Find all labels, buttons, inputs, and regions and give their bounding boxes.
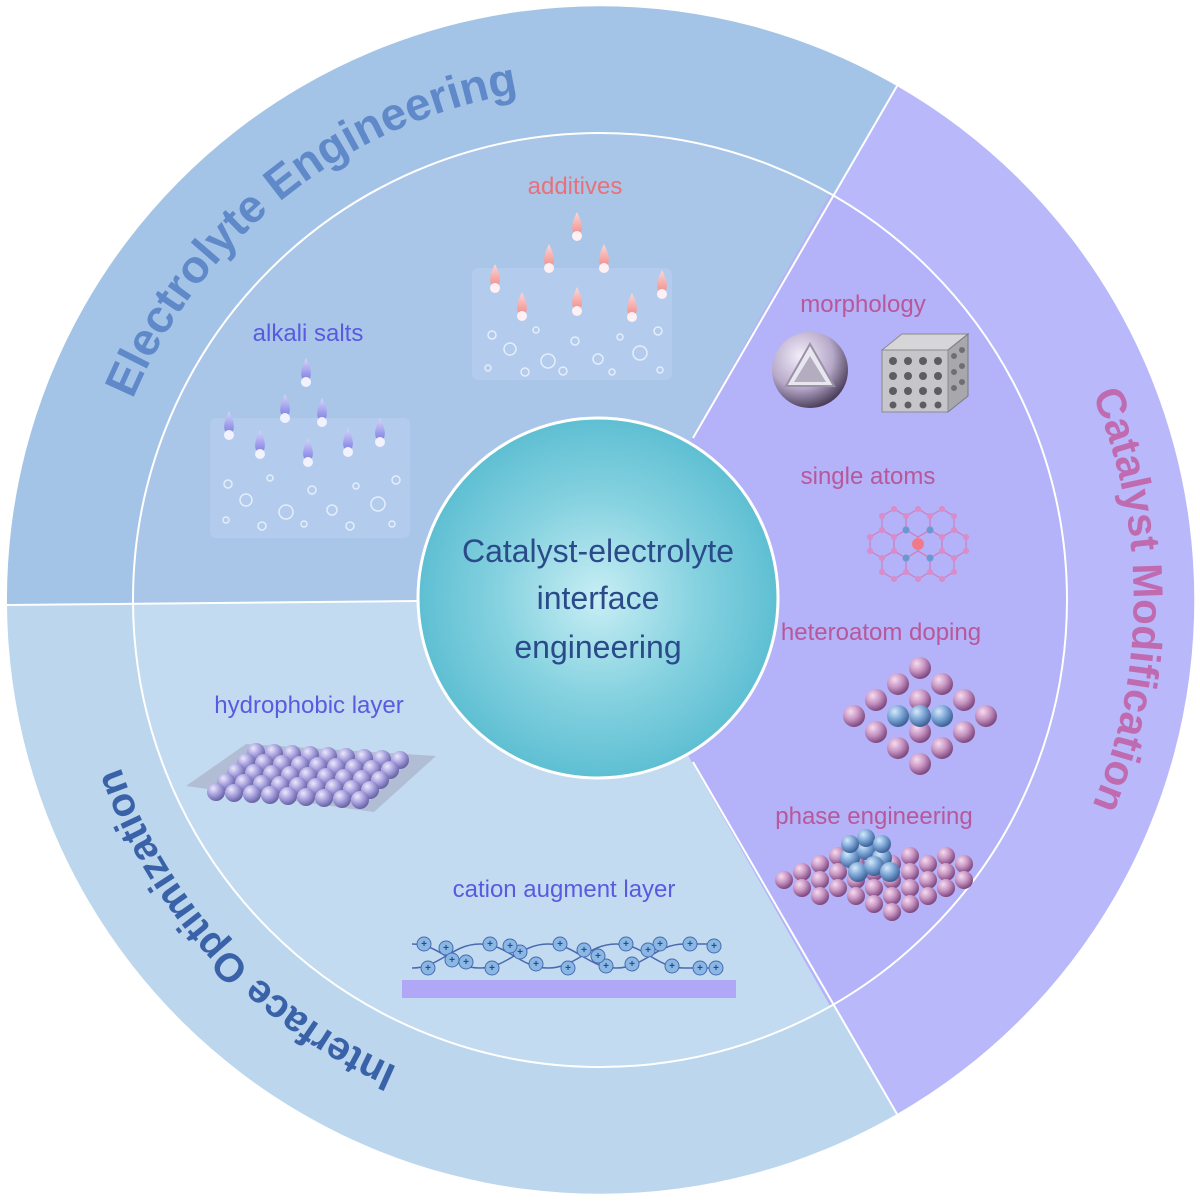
svg-text:+: + [687,939,693,950]
morphology-label: morphology [800,291,925,318]
hydrophobic-layer-label: hydrophobic layer [214,692,403,719]
heteroatom-doping-label: heteroatom doping [781,619,981,646]
svg-text:+: + [443,943,449,954]
cation-augment-layer-label: cation augment layer [453,876,676,903]
additives-label: additives [528,173,623,200]
svg-text:+: + [595,951,601,962]
svg-text:+: + [517,947,523,958]
svg-text:+: + [449,955,455,966]
phase-engineering-label: phase engineering [775,803,973,830]
divider-left [6,600,419,606]
svg-text:+: + [623,939,629,950]
center-circle [416,416,780,780]
alkali-salts-label: alkali salts [253,320,364,347]
additives-illustration [472,212,672,380]
svg-text:+: + [507,941,513,952]
svg-text:+: + [565,963,571,974]
svg-text:+: + [557,939,563,950]
svg-text:+: + [697,963,703,974]
svg-text:+: + [487,939,493,950]
divider-top-right [692,85,898,439]
divider-bottom-right [692,761,898,1115]
svg-text:+: + [421,939,427,950]
svg-text:+: + [713,963,719,974]
center-title-line-3: engineering [514,629,681,665]
svg-text:+: + [581,945,587,956]
morphology-illustration [772,332,970,414]
center-title-line-1: Catalyst-electrolyte [462,533,734,569]
alkali-salts-illustration [210,358,410,538]
inner-ring-border [132,132,1068,1068]
single-atoms-illustration [867,506,969,582]
cation-augment-layer-illustration: ++++ ++++ ++++ ++++ ++++ ++++ [402,936,736,998]
svg-text:+: + [533,959,539,970]
svg-text:+: + [711,941,717,952]
single-atoms-label: single atoms [801,463,936,490]
center-title-line-2: interface [537,580,660,616]
heteroatom-doping-illustration [843,657,997,775]
svg-text:+: + [463,957,469,968]
svg-text:+: + [603,961,609,972]
svg-text:+: + [657,939,663,950]
svg-text:+: + [645,945,651,956]
svg-text:+: + [629,959,635,970]
svg-text:+: + [425,963,431,974]
hydrophobic-layer-illustration [186,743,436,812]
svg-text:+: + [489,963,495,974]
phase-engineering-illustration [775,829,973,921]
svg-text:+: + [669,961,675,972]
